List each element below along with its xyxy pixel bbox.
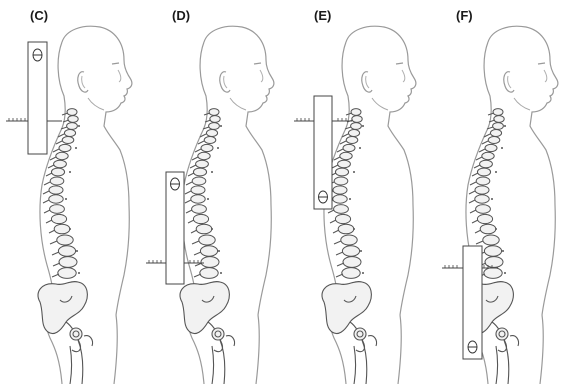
panel-f: (F)	[426, 0, 568, 384]
level-bubble-icon	[33, 49, 42, 61]
level-bubble-icon	[319, 191, 328, 203]
figure-illustration	[284, 0, 426, 384]
figure-illustration	[0, 0, 142, 384]
panel-e: (E)	[284, 0, 426, 384]
inclinometer-device	[6, 42, 62, 154]
level-bubble-icon	[468, 341, 477, 353]
level-bubble-icon	[171, 178, 180, 190]
figure-illustration	[142, 0, 284, 384]
figure-illustration	[426, 0, 568, 384]
panel-c: (C)	[0, 0, 142, 384]
panel-d: (D)	[142, 0, 284, 384]
